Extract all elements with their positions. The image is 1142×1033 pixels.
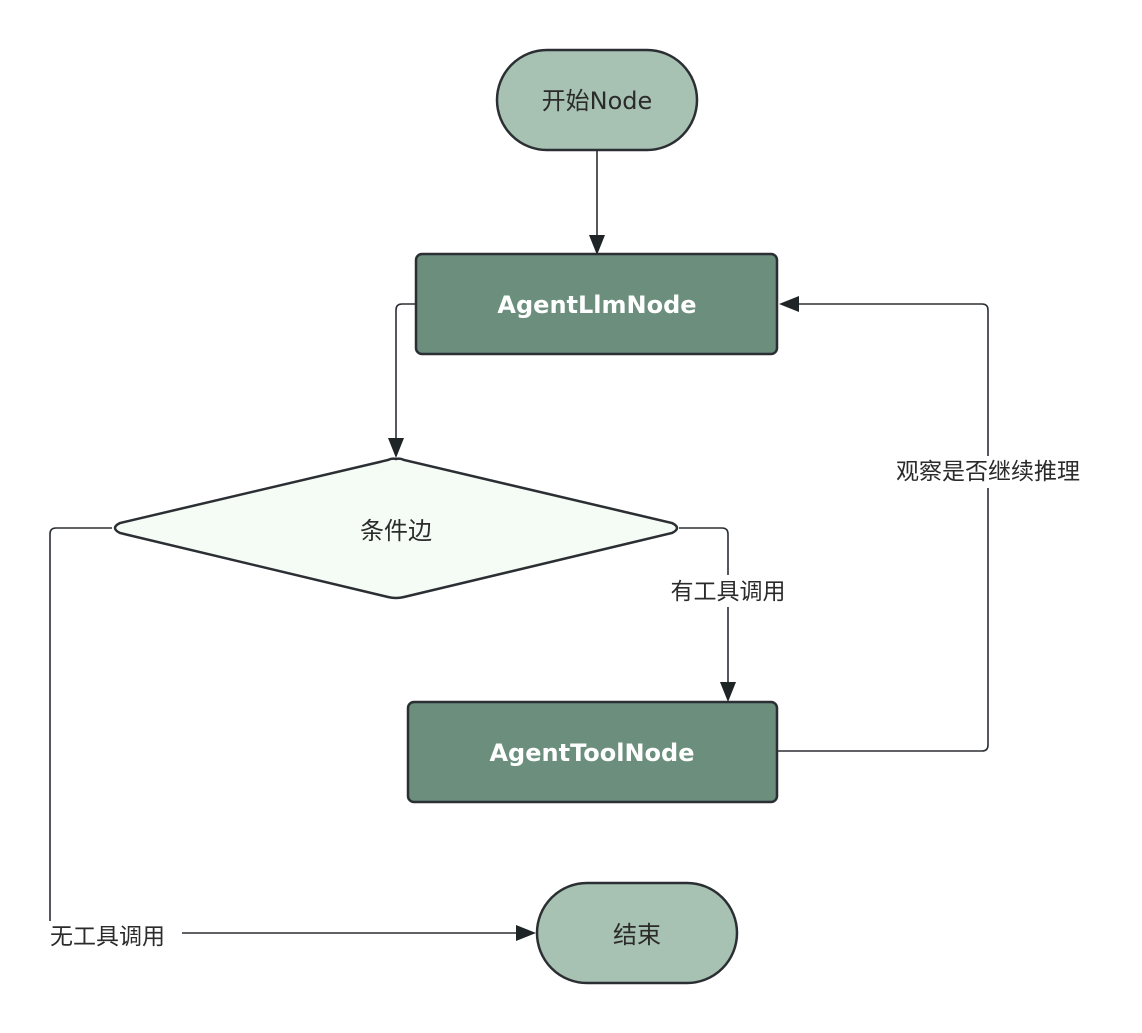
edge-tool-to-llm (777, 296, 989, 752)
edge-label-background (657, 575, 799, 607)
node-label: 条件边 (360, 517, 432, 545)
edge-llm-to-condition (388, 303, 416, 458)
edge-label-text: 有工具调用 (671, 579, 786, 605)
decision-shape (113, 457, 679, 600)
process-shape (414, 252, 779, 356)
edge-label-text: 观察是否继续推理 (896, 459, 1080, 485)
node-label: AgentToolNode (489, 739, 694, 767)
node-label: AgentLlmNode (497, 291, 696, 319)
edge-label-text: 无工具调用 (50, 924, 165, 950)
edge-label-has-tool-call: 有工具调用 (657, 575, 799, 607)
node-condition[interactable]: 条件边 (113, 457, 679, 600)
arrowhead (589, 235, 605, 255)
node-agent-llm[interactable]: AgentLlmNode (414, 252, 779, 356)
arrowhead (516, 925, 536, 941)
edge-condition-to-tool (679, 527, 736, 702)
arrowhead (779, 296, 799, 312)
edge-label-no-tool-call: 无工具调用 (46, 921, 182, 953)
arrowhead (388, 438, 404, 458)
edge-label-background (878, 456, 1098, 488)
node-label: 开始Node (542, 87, 653, 115)
process-shape (406, 700, 779, 804)
node-end[interactable]: 结束 (535, 881, 739, 985)
terminal-shape (495, 48, 699, 152)
node-label: 结束 (613, 921, 661, 949)
edge-label-observe-continue: 观察是否继续推理 (878, 456, 1098, 488)
node-agent-tool[interactable]: AgentToolNode (406, 700, 779, 804)
edge-label-background (46, 921, 182, 953)
arrowhead (720, 682, 736, 702)
edge-start-to-llm (589, 150, 605, 255)
terminal-shape (535, 881, 739, 985)
node-start[interactable]: 开始Node (495, 48, 699, 152)
